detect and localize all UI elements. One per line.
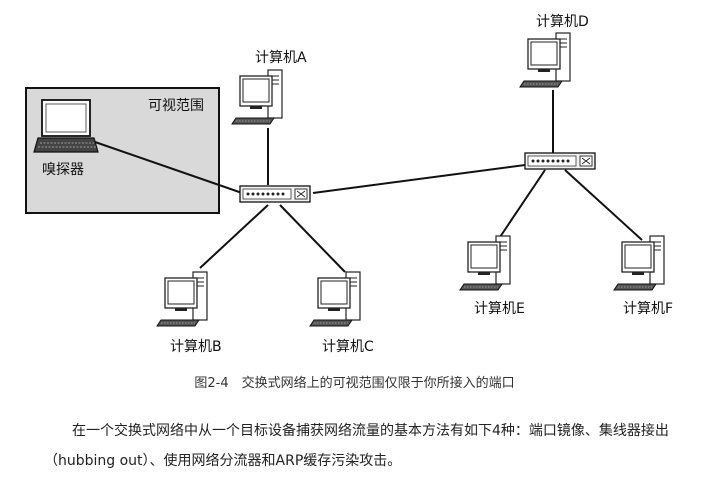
computer-f-label: 计算机F <box>623 301 673 317</box>
laptop-icon <box>33 99 99 153</box>
computer-b-label: 计算机B <box>170 339 222 355</box>
computer-e-label: 计算机E <box>474 301 525 317</box>
figure-caption: 图2-4 交换式网络上的可视范围仅限于你所接入的端口 <box>194 376 515 391</box>
sniffer-label: 嗅探器 <box>42 162 84 178</box>
computer-d-icon <box>519 32 571 88</box>
computer-b-icon <box>156 271 208 327</box>
switch-left-icon <box>239 185 311 203</box>
computer-e-icon <box>459 235 511 291</box>
computer-f-icon <box>613 235 665 291</box>
network-links <box>94 90 643 273</box>
network-diagram: 可视范围 嗅探器 计算机A 计算机D 计算机B 计算机C 计算机E 计算机F <box>25 14 673 355</box>
visible-range-label: 可视范围 <box>148 97 204 114</box>
switch-right-icon <box>524 152 596 170</box>
computer-d-label: 计算机D <box>536 14 589 30</box>
computer-c-label: 计算机C <box>322 339 374 355</box>
computer-c-icon <box>309 271 361 327</box>
computer-a-label: 计算机A <box>255 50 307 66</box>
computer-a-icon <box>231 69 283 125</box>
body-paragraph: 在一个交换式网络中从一个目标设备捕获网络流量的基本方法有如下4种：端口镜像、集线… <box>44 423 669 469</box>
